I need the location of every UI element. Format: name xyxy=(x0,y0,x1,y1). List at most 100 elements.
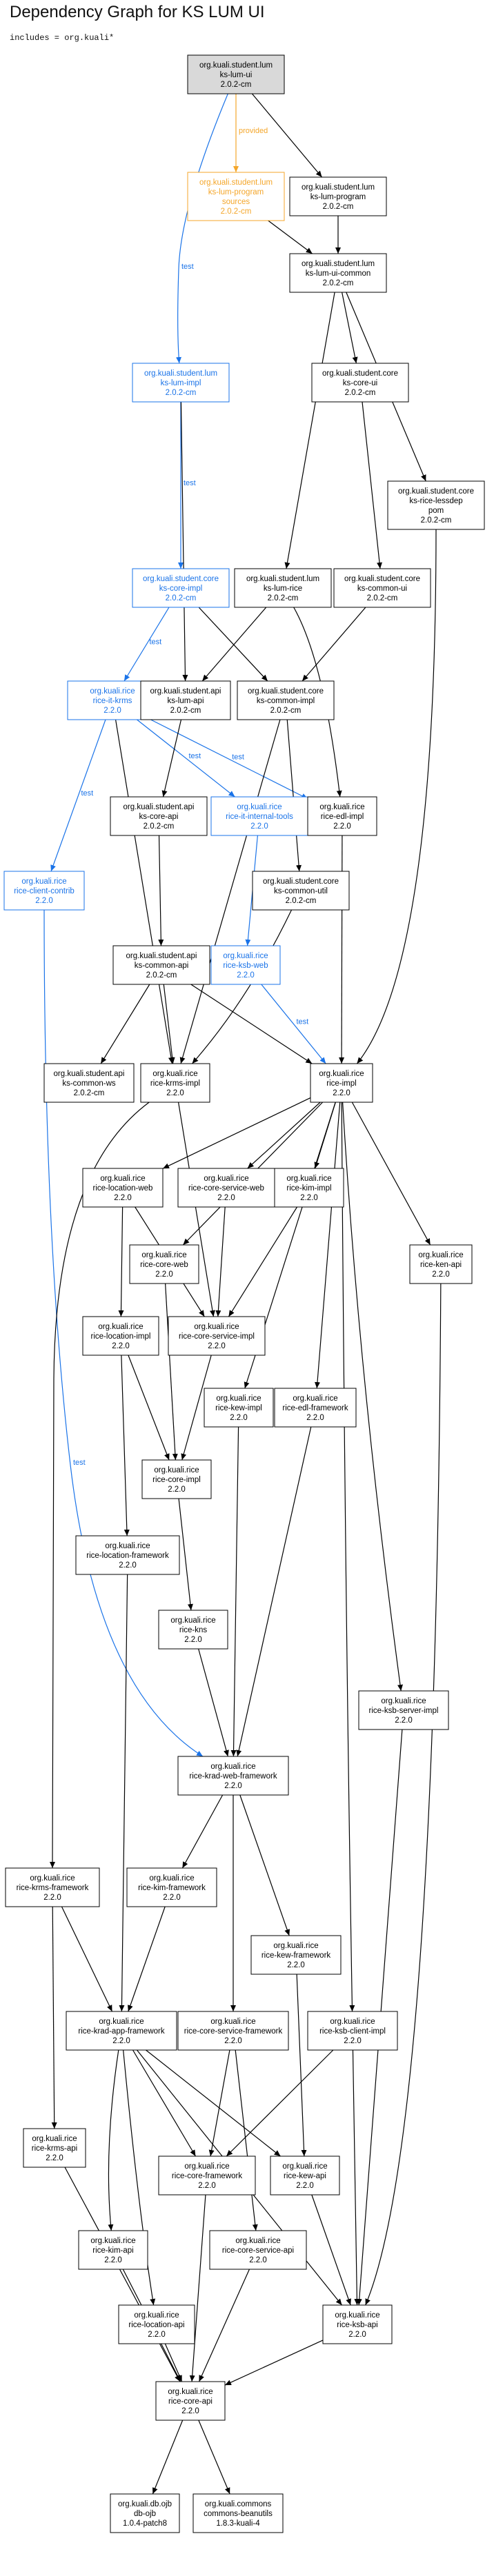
edge-scope-label: test xyxy=(189,752,201,760)
node-box xyxy=(140,680,231,720)
node-version: 2.2.0 xyxy=(104,2256,122,2264)
dependency-edge xyxy=(121,1355,130,1537)
node-box xyxy=(132,363,230,403)
node-box xyxy=(158,2156,256,2195)
node-box xyxy=(252,871,350,911)
dependency-edge xyxy=(179,719,281,1064)
node-version: 2.2.0 xyxy=(296,2182,314,2190)
node-group-id: org.kuali.rice xyxy=(235,2237,280,2245)
node-artifact-id: rice-kew-impl xyxy=(215,1404,262,1412)
dependency-edge xyxy=(51,1906,57,2129)
node-version: 2.2.0 xyxy=(148,2331,166,2339)
node-group-id: org.kuali.student.lum xyxy=(302,260,375,268)
node-artifact-id: rice-kns xyxy=(179,1626,208,1634)
dependency-edge xyxy=(108,2049,119,2231)
node-group-id: org.kuali.rice xyxy=(204,1175,248,1183)
dependency-edge xyxy=(351,1102,431,1246)
node-group-id: org.kuali.rice xyxy=(319,803,364,811)
dependency-edge xyxy=(247,1102,321,1169)
dependency-edge xyxy=(128,1906,166,2012)
node-group-id: org.kuali.student.core xyxy=(344,575,420,583)
node-version: 2.2.0 xyxy=(300,1194,318,1202)
dependency-edge xyxy=(198,2269,250,2382)
node-box xyxy=(237,680,335,720)
dependency-edge xyxy=(198,2420,230,2495)
node-version: 2.0.2-cm xyxy=(166,594,197,602)
dependency-edge xyxy=(226,2049,334,2157)
node-group-id: org.kuali.student.core xyxy=(263,878,339,886)
dependency-edge xyxy=(61,1906,113,2012)
edge-scope-label: test xyxy=(81,789,94,798)
artifact-node-commons-beanutils: org.kuali.commonscommons-beanutils1.8.3-… xyxy=(192,2493,284,2533)
node-version: 2.2.0 xyxy=(155,1270,173,1279)
node-artifact-id: rice-kim-impl xyxy=(286,1184,331,1193)
artifact-node-it-internal-tools: org.kuali.ricerice-it-internal-tools2.2.… xyxy=(210,796,308,836)
node-artifact-id: sources xyxy=(222,198,250,206)
node-box xyxy=(82,1168,164,1208)
node-artifact-id: rice-krad-web-framework xyxy=(189,1772,277,1781)
node-artifact-id: rice-kim-framework xyxy=(138,1884,206,1892)
node-box xyxy=(307,2011,398,2051)
dependency-edge xyxy=(235,2049,258,2231)
node-version: 2.2.0 xyxy=(249,2256,267,2264)
node-group-id: org.kuali.student.lum xyxy=(302,183,375,192)
node-version: 2.0.2-cm xyxy=(74,1089,105,1097)
node-version: 2.2.0 xyxy=(333,822,351,831)
artifact-node-lum-program-sources: org.kuali.student.lumks-lum-programsourc… xyxy=(187,172,285,221)
node-group-id: org.kuali.student.api xyxy=(126,952,197,960)
dependency-edge xyxy=(189,2194,206,2382)
dependency-edge xyxy=(123,2049,156,2306)
node-artifact-id: ks-common-ui xyxy=(357,585,407,593)
node-group-id: org.kuali.rice xyxy=(168,2388,213,2396)
node-version: 2.2.0 xyxy=(344,2037,362,2045)
node-version: 2.2.0 xyxy=(224,1782,242,1790)
node-group-id: org.kuali.student.core xyxy=(248,687,324,696)
node-artifact-id: ks-core-api xyxy=(139,813,179,821)
node-box xyxy=(210,945,281,985)
dependency-edge xyxy=(176,93,228,364)
dependency-edge xyxy=(50,1102,150,1869)
node-version: 2.0.2-cm xyxy=(144,822,175,831)
node-artifact-id: ks-lum-ui xyxy=(220,71,253,79)
node-version: 2.0.2-cm xyxy=(270,707,302,715)
artifact-node-common-util: org.kuali.student.coreks-common-util2.0.… xyxy=(252,871,350,911)
node-box xyxy=(23,2128,86,2168)
node-artifact-id: pom xyxy=(428,507,444,515)
node-box xyxy=(192,2493,284,2533)
node-version: 2.0.2-cm xyxy=(146,971,177,980)
dependency-edge xyxy=(230,1426,239,1757)
node-artifact-id: rice-edl-impl xyxy=(321,813,364,821)
node-group-id: org.kuali.rice xyxy=(90,2237,135,2245)
node-version: 2.2.0 xyxy=(112,1342,130,1350)
node-artifact-id: rice-ken-api xyxy=(420,1261,462,1269)
node-group-id: org.kuali.rice xyxy=(98,1323,143,1331)
node-version: 2.0.2-cm xyxy=(166,389,197,397)
dependency-edge xyxy=(342,292,358,364)
artifact-node-lessdep: org.kuali.student.coreks-rice-lessdeppom… xyxy=(387,480,485,530)
node-version: 2.2.0 xyxy=(250,822,268,831)
node-group-id: org.kuali.rice xyxy=(154,1466,199,1474)
node-box xyxy=(5,1867,100,1907)
node-group-id: org.kuali.rice xyxy=(100,1175,145,1183)
dependency-edge xyxy=(268,220,313,254)
node-artifact-id: rice-location-impl xyxy=(91,1332,151,1341)
node-group-id: org.kuali.student.api xyxy=(150,687,221,696)
node-group-id: org.kuali.rice xyxy=(105,1542,150,1550)
node-group-id: org.kuali.rice xyxy=(210,1763,255,1771)
node-version: 2.2.0 xyxy=(224,2037,242,2045)
artifact-node-core-service-impl: org.kuali.ricerice-core-service-impl2.2.… xyxy=(168,1316,266,1356)
dependency-edge xyxy=(352,2049,360,2306)
dependency-edge xyxy=(215,1206,226,1317)
node-box xyxy=(112,945,210,985)
dependency-edge xyxy=(356,529,437,1064)
dependency-edge xyxy=(178,1498,193,1611)
dependency-edge xyxy=(198,1648,229,1757)
